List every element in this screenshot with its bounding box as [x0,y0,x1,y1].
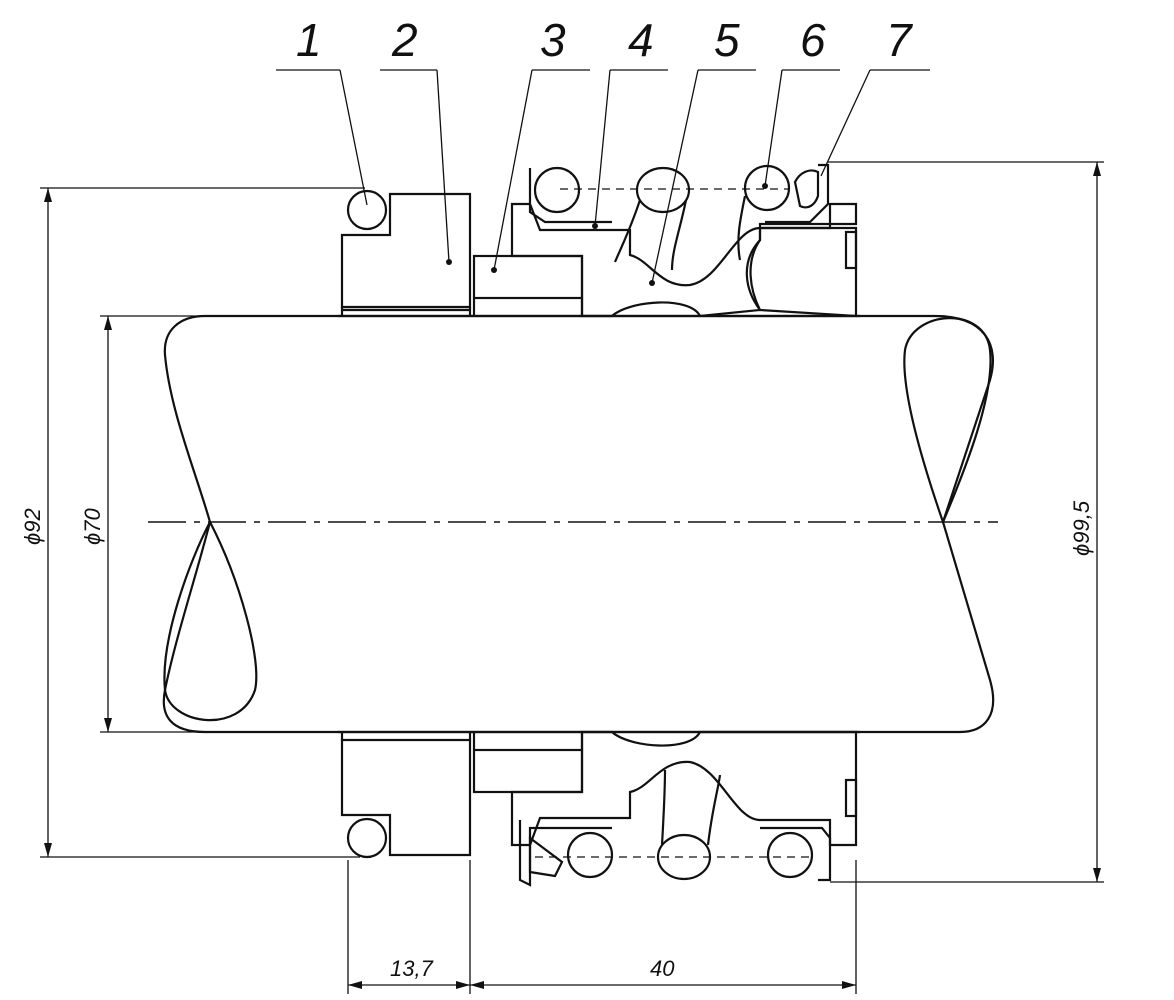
o-ring-lower [346,817,388,859]
dim-d70-label: ϕ70 [80,508,105,545]
callout-7: 7 [886,14,913,66]
retainer-sheet-lower [518,820,832,887]
dim-d99-label: ϕ99,5 [1069,500,1094,556]
callout-5: 5 [714,14,740,66]
callout-2: 2 [391,14,418,66]
shaft-break-left-hatch [163,519,258,722]
retainer-clip-lower [528,835,564,878]
seal-assembly-lower [338,730,860,887]
shaft-break-right-hatch [903,317,992,526]
retainer-sheet-upper [528,163,830,224]
dim-40-label: 40 [650,956,675,981]
spring-coil-1-lower [566,831,614,879]
retainer-block-upper [745,226,858,318]
drive-sleeve-upper [510,202,858,318]
spring-coil-1-upper [533,166,581,214]
rotating-face-upper [472,254,584,300]
drive-sleeve-lower [510,730,858,847]
shaft-outline [162,314,995,734]
stationary-seat-upper [340,192,472,309]
callout-4: 4 [628,14,654,66]
spring-coil-3-upper [743,164,791,212]
retainer-clip-upper [793,169,820,209]
callout-6: 6 [800,14,826,66]
stationary-seat-lower [340,738,472,857]
shaft [148,314,998,734]
dim-13-7-label: 13,7 [390,956,434,981]
callout-1: 1 [296,14,322,66]
dimension-lines [40,161,1104,994]
dimension-labels: ϕ92 ϕ70 ϕ99,5 13,7 40 [20,500,1094,981]
spring-coil-3-lower [766,831,814,879]
spring-coil-2-upper [635,166,691,214]
callout-labels: 1 2 3 4 5 6 7 [296,14,913,66]
callout-leaders [276,69,930,286]
seal-assembly-upper [338,163,860,318]
callout-3: 3 [540,14,566,66]
o-ring-upper [346,189,388,231]
dim-d92-label: ϕ92 [20,508,45,545]
rotating-face-lower [472,748,584,794]
